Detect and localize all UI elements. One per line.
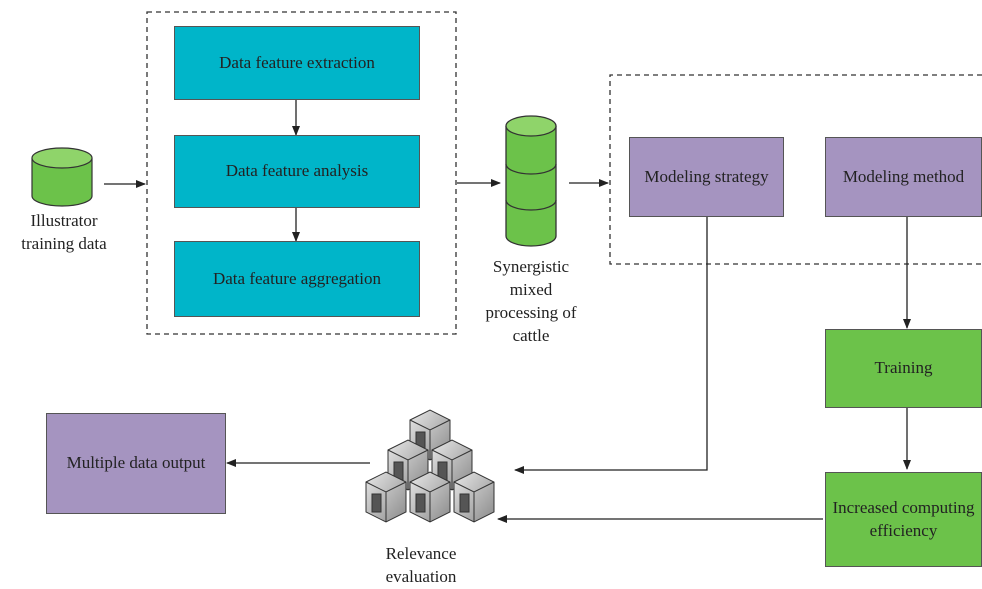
modeling-strategy-box: Modeling strategy	[629, 137, 784, 217]
arrow-strategy-to-evaluation	[514, 217, 708, 474]
modeling-method-box: Modeling method	[825, 137, 982, 217]
server-cluster-icon	[365, 409, 495, 523]
input-label: Illustrator training data	[21, 211, 107, 253]
evaluation-label: Relevance evaluation	[385, 544, 457, 586]
modeling-group-frame	[609, 74, 982, 265]
feature-analysis-box: Data feature analysis	[174, 135, 420, 208]
feature-extraction-box: Data feature extraction	[174, 26, 420, 100]
training-box: Training	[825, 329, 982, 408]
efficiency-box: Increased computing efficiency	[825, 472, 982, 567]
feature-group-frame	[146, 11, 457, 335]
input-database-icon	[31, 147, 93, 207]
output-box: Multiple data output	[46, 413, 226, 514]
feature-aggregation-box: Data feature aggregation	[174, 241, 420, 317]
processing-label: Synergistic mixed processing of cattle	[485, 257, 577, 345]
processing-database-icon	[505, 115, 557, 247]
